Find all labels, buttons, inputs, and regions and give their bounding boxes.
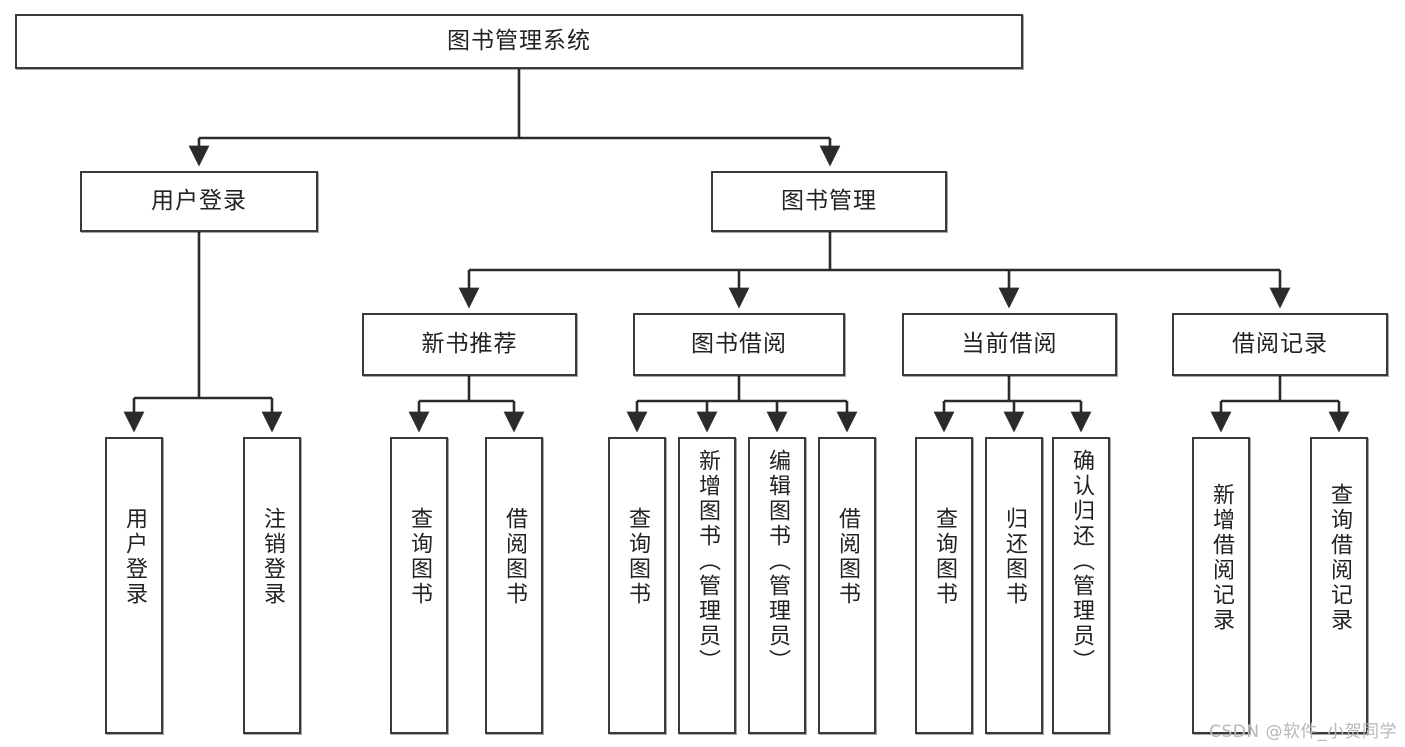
leaf-query-record[interactable]: 查询借阅记录 <box>1310 437 1368 734</box>
leaf-borrow-book-1-label: 借阅图书 <box>502 507 527 607</box>
leaf-return-book[interactable]: 归还图书 <box>985 437 1043 734</box>
leaf-query-book-3-label: 查询图书 <box>932 507 957 607</box>
node-new-book-recommend-label: 新书推荐 <box>421 330 518 357</box>
leaf-add-book[interactable]: 新增图书（管理员） <box>678 437 736 734</box>
node-borrow-record-label: 借阅记录 <box>1232 330 1328 357</box>
leaf-query-book-3[interactable]: 查询图书 <box>915 437 973 734</box>
leaf-edit-book-label: 编辑图书（管理员） <box>765 449 790 674</box>
watermark: CSDN @软件_小贺同学 <box>1209 722 1397 742</box>
leaf-confirm-return-label: 确认归还（管理员） <box>1069 449 1094 674</box>
node-book-manage-label: 图书管理 <box>781 187 877 214</box>
node-user-login[interactable]: 用户登录 <box>80 171 318 232</box>
node-borrow-record[interactable]: 借阅记录 <box>1172 313 1388 376</box>
node-current-borrow[interactable]: 当前借阅 <box>902 313 1117 376</box>
leaf-logout[interactable]: 注销登录 <box>243 437 301 734</box>
leaf-add-book-label: 新增图书（管理员） <box>695 449 720 674</box>
node-new-book-recommend[interactable]: 新书推荐 <box>362 313 577 376</box>
node-book-borrow-label: 图书借阅 <box>691 330 787 357</box>
leaf-borrow-book-1[interactable]: 借阅图书 <box>485 437 543 734</box>
leaf-confirm-return[interactable]: 确认归还（管理员） <box>1052 437 1110 734</box>
leaf-query-book-1-label: 查询图书 <box>407 507 432 607</box>
leaf-user-login-label: 用户登录 <box>122 507 147 607</box>
leaf-query-record-label: 查询借阅记录 <box>1327 483 1352 633</box>
node-root[interactable]: 图书管理系统 <box>15 14 1023 69</box>
node-user-login-label: 用户登录 <box>151 187 247 214</box>
leaf-add-record-label: 新增借阅记录 <box>1209 483 1234 633</box>
node-root-label: 图书管理系统 <box>447 27 591 54</box>
leaf-query-book-2-label: 查询图书 <box>625 507 650 607</box>
leaf-edit-book[interactable]: 编辑图书（管理员） <box>748 437 806 734</box>
leaf-query-book-1[interactable]: 查询图书 <box>390 437 448 734</box>
node-current-borrow-label: 当前借阅 <box>961 330 1058 357</box>
leaf-borrow-book-2[interactable]: 借阅图书 <box>818 437 876 734</box>
leaf-borrow-book-2-label: 借阅图书 <box>835 507 860 607</box>
leaf-logout-label: 注销登录 <box>260 507 285 607</box>
leaf-user-login[interactable]: 用户登录 <box>105 437 163 734</box>
leaf-return-book-label: 归还图书 <box>1002 507 1027 607</box>
leaf-query-book-2[interactable]: 查询图书 <box>608 437 666 734</box>
node-book-manage[interactable]: 图书管理 <box>711 171 947 232</box>
leaf-add-record[interactable]: 新增借阅记录 <box>1192 437 1250 734</box>
node-book-borrow[interactable]: 图书借阅 <box>633 313 845 376</box>
